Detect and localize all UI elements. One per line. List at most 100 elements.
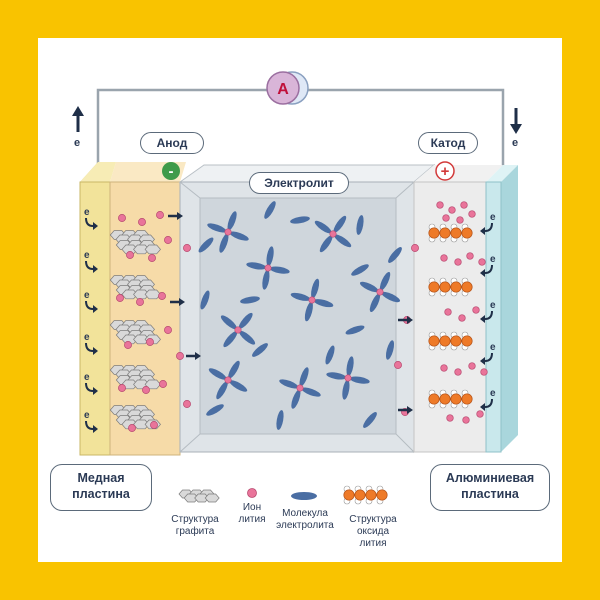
electrolyte-molecule — [325, 345, 335, 365]
electron-flow: e — [84, 207, 98, 230]
lithium-ion — [224, 376, 232, 384]
svg-text:e: e — [74, 137, 80, 149]
lithium-ion — [448, 206, 456, 214]
ion-flow-arrows — [168, 212, 413, 414]
lithium-ion — [146, 338, 154, 346]
electron-flow: e — [480, 254, 496, 277]
lithium-ion — [164, 326, 172, 334]
electrolyte-molecule — [363, 412, 377, 428]
lithium-ion — [126, 251, 134, 259]
lithium-ion — [344, 374, 352, 382]
electron-label: e — [490, 342, 496, 353]
lithium-ion — [440, 364, 448, 372]
electrolyte-molecule — [345, 325, 365, 335]
electrolyte-molecule — [356, 215, 364, 235]
electron-label: e — [84, 250, 90, 261]
ammeter: A — [266, 71, 309, 105]
electrolyte-molecule — [200, 290, 210, 310]
electron-flow: e — [480, 300, 496, 323]
electrolyte-molecule — [290, 278, 334, 322]
lithium-ion — [466, 252, 474, 260]
lithium-ion — [308, 296, 316, 304]
lithium-ion — [462, 416, 470, 424]
electrolyte-molecule — [264, 201, 276, 219]
electron-flow: e — [84, 410, 98, 433]
electron-arrow-up: e — [72, 106, 84, 149]
lithium-oxide-structure — [428, 331, 473, 351]
electrolyte-molecule — [359, 271, 401, 313]
minus-sign-badge: - — [162, 162, 180, 180]
plus-sign-badge: + — [435, 161, 455, 181]
electron-label: e — [490, 212, 496, 223]
ion-arrowhead — [177, 212, 183, 220]
graphite-structure — [115, 285, 161, 300]
lithium-ion — [460, 201, 468, 209]
lithium-ion — [376, 288, 384, 296]
electron-flow: e — [480, 388, 496, 411]
lithium-ion — [444, 308, 452, 316]
lithium-ion — [159, 380, 167, 388]
graphite-structure — [115, 375, 161, 390]
legend-graphite-icon — [178, 489, 220, 503]
legend-molecule-icon — [291, 492, 317, 500]
electrolyte-molecule — [279, 367, 321, 409]
lithium-ion — [116, 294, 124, 302]
lithium-ion — [158, 292, 166, 300]
lithium-ion — [296, 384, 304, 392]
electrolyte-molecule — [207, 211, 249, 253]
lithium-ion — [148, 254, 156, 262]
svg-text:e: e — [512, 137, 518, 149]
lithium-ion — [128, 424, 136, 432]
lithium-ion — [118, 214, 126, 222]
lithium-ion — [142, 386, 150, 394]
lithium-ion — [394, 361, 402, 369]
lithium-ion — [264, 264, 272, 272]
svg-text:-: - — [169, 163, 174, 180]
electron-flow: e — [84, 250, 98, 273]
lithium-ion — [329, 230, 337, 238]
electron-label: e — [490, 388, 496, 399]
lithium-ion — [224, 228, 232, 236]
electron-label: e — [84, 410, 90, 421]
lithium-ion — [138, 218, 146, 226]
electron-label: e — [490, 300, 496, 311]
electron-flow: e — [84, 332, 98, 355]
electron-flow: e — [84, 372, 98, 395]
lithium-oxide-structure — [343, 485, 388, 505]
electrolyte-molecule — [388, 247, 402, 263]
electrolyte-molecule — [198, 237, 214, 253]
cathode-label: Катод — [418, 132, 478, 154]
electron-label: e — [84, 332, 90, 343]
aluminum-plate — [485, 165, 518, 453]
ion-arrowhead — [195, 352, 201, 360]
electrolyte-molecule — [314, 215, 352, 253]
lithium-ion — [150, 421, 158, 429]
electrolyte-molecule — [220, 312, 256, 348]
circuit-wire — [96, 88, 505, 172]
lithium-ion — [468, 210, 476, 218]
lithium-ion — [176, 352, 184, 360]
ammeter-letter: A — [277, 81, 289, 98]
electrolyte-molecule — [252, 343, 268, 357]
electrolyte-molecule — [326, 356, 370, 400]
lithium-ion — [411, 244, 419, 252]
electrolyte-molecule — [246, 246, 290, 290]
electrolyte-molecule — [276, 410, 284, 430]
electron-flow: e — [480, 212, 496, 235]
lithium-ion — [440, 254, 448, 262]
lithium-ion — [183, 244, 191, 252]
electrolyte-molecule — [240, 296, 260, 304]
lithium-ion — [458, 314, 466, 322]
graphite-structures — [109, 230, 161, 430]
electron-label: e — [84, 207, 90, 218]
graphite-structure — [178, 489, 220, 503]
lithium-ion — [442, 214, 450, 222]
electrolyte-molecules — [198, 201, 402, 430]
lithium-ion — [164, 236, 172, 244]
